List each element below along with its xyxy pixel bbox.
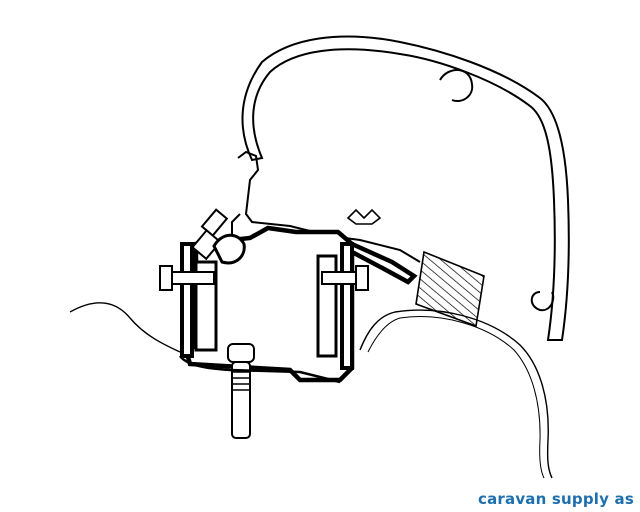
right-plate [340, 242, 354, 370]
hatched-spacer [415, 250, 485, 328]
top-clip [346, 208, 382, 225]
angled-bolt-clamp [212, 233, 246, 265]
awning-profile [241, 35, 570, 341]
left-plate [180, 242, 194, 358]
angled-bolt [191, 208, 229, 261]
left-screw-head [159, 265, 173, 291]
awning-inner-lip [439, 69, 474, 102]
roof-contour-right-inner [367, 316, 545, 479]
awning-lower-hook [530, 291, 555, 312]
mounting-bolt-thread [232, 371, 250, 391]
watermark-logo: caravan supply as [477, 490, 634, 508]
awning-rail [237, 150, 421, 263]
base-strip [179, 355, 341, 384]
mounting-bolt-head [227, 343, 255, 363]
roof-contour-right [359, 309, 553, 479]
left-screw-shaft [171, 271, 215, 285]
roof-contour [69, 302, 181, 353]
mounting-bolt-shaft [231, 361, 251, 439]
right-screw-head [355, 265, 369, 291]
right-screw-shaft [321, 271, 357, 285]
